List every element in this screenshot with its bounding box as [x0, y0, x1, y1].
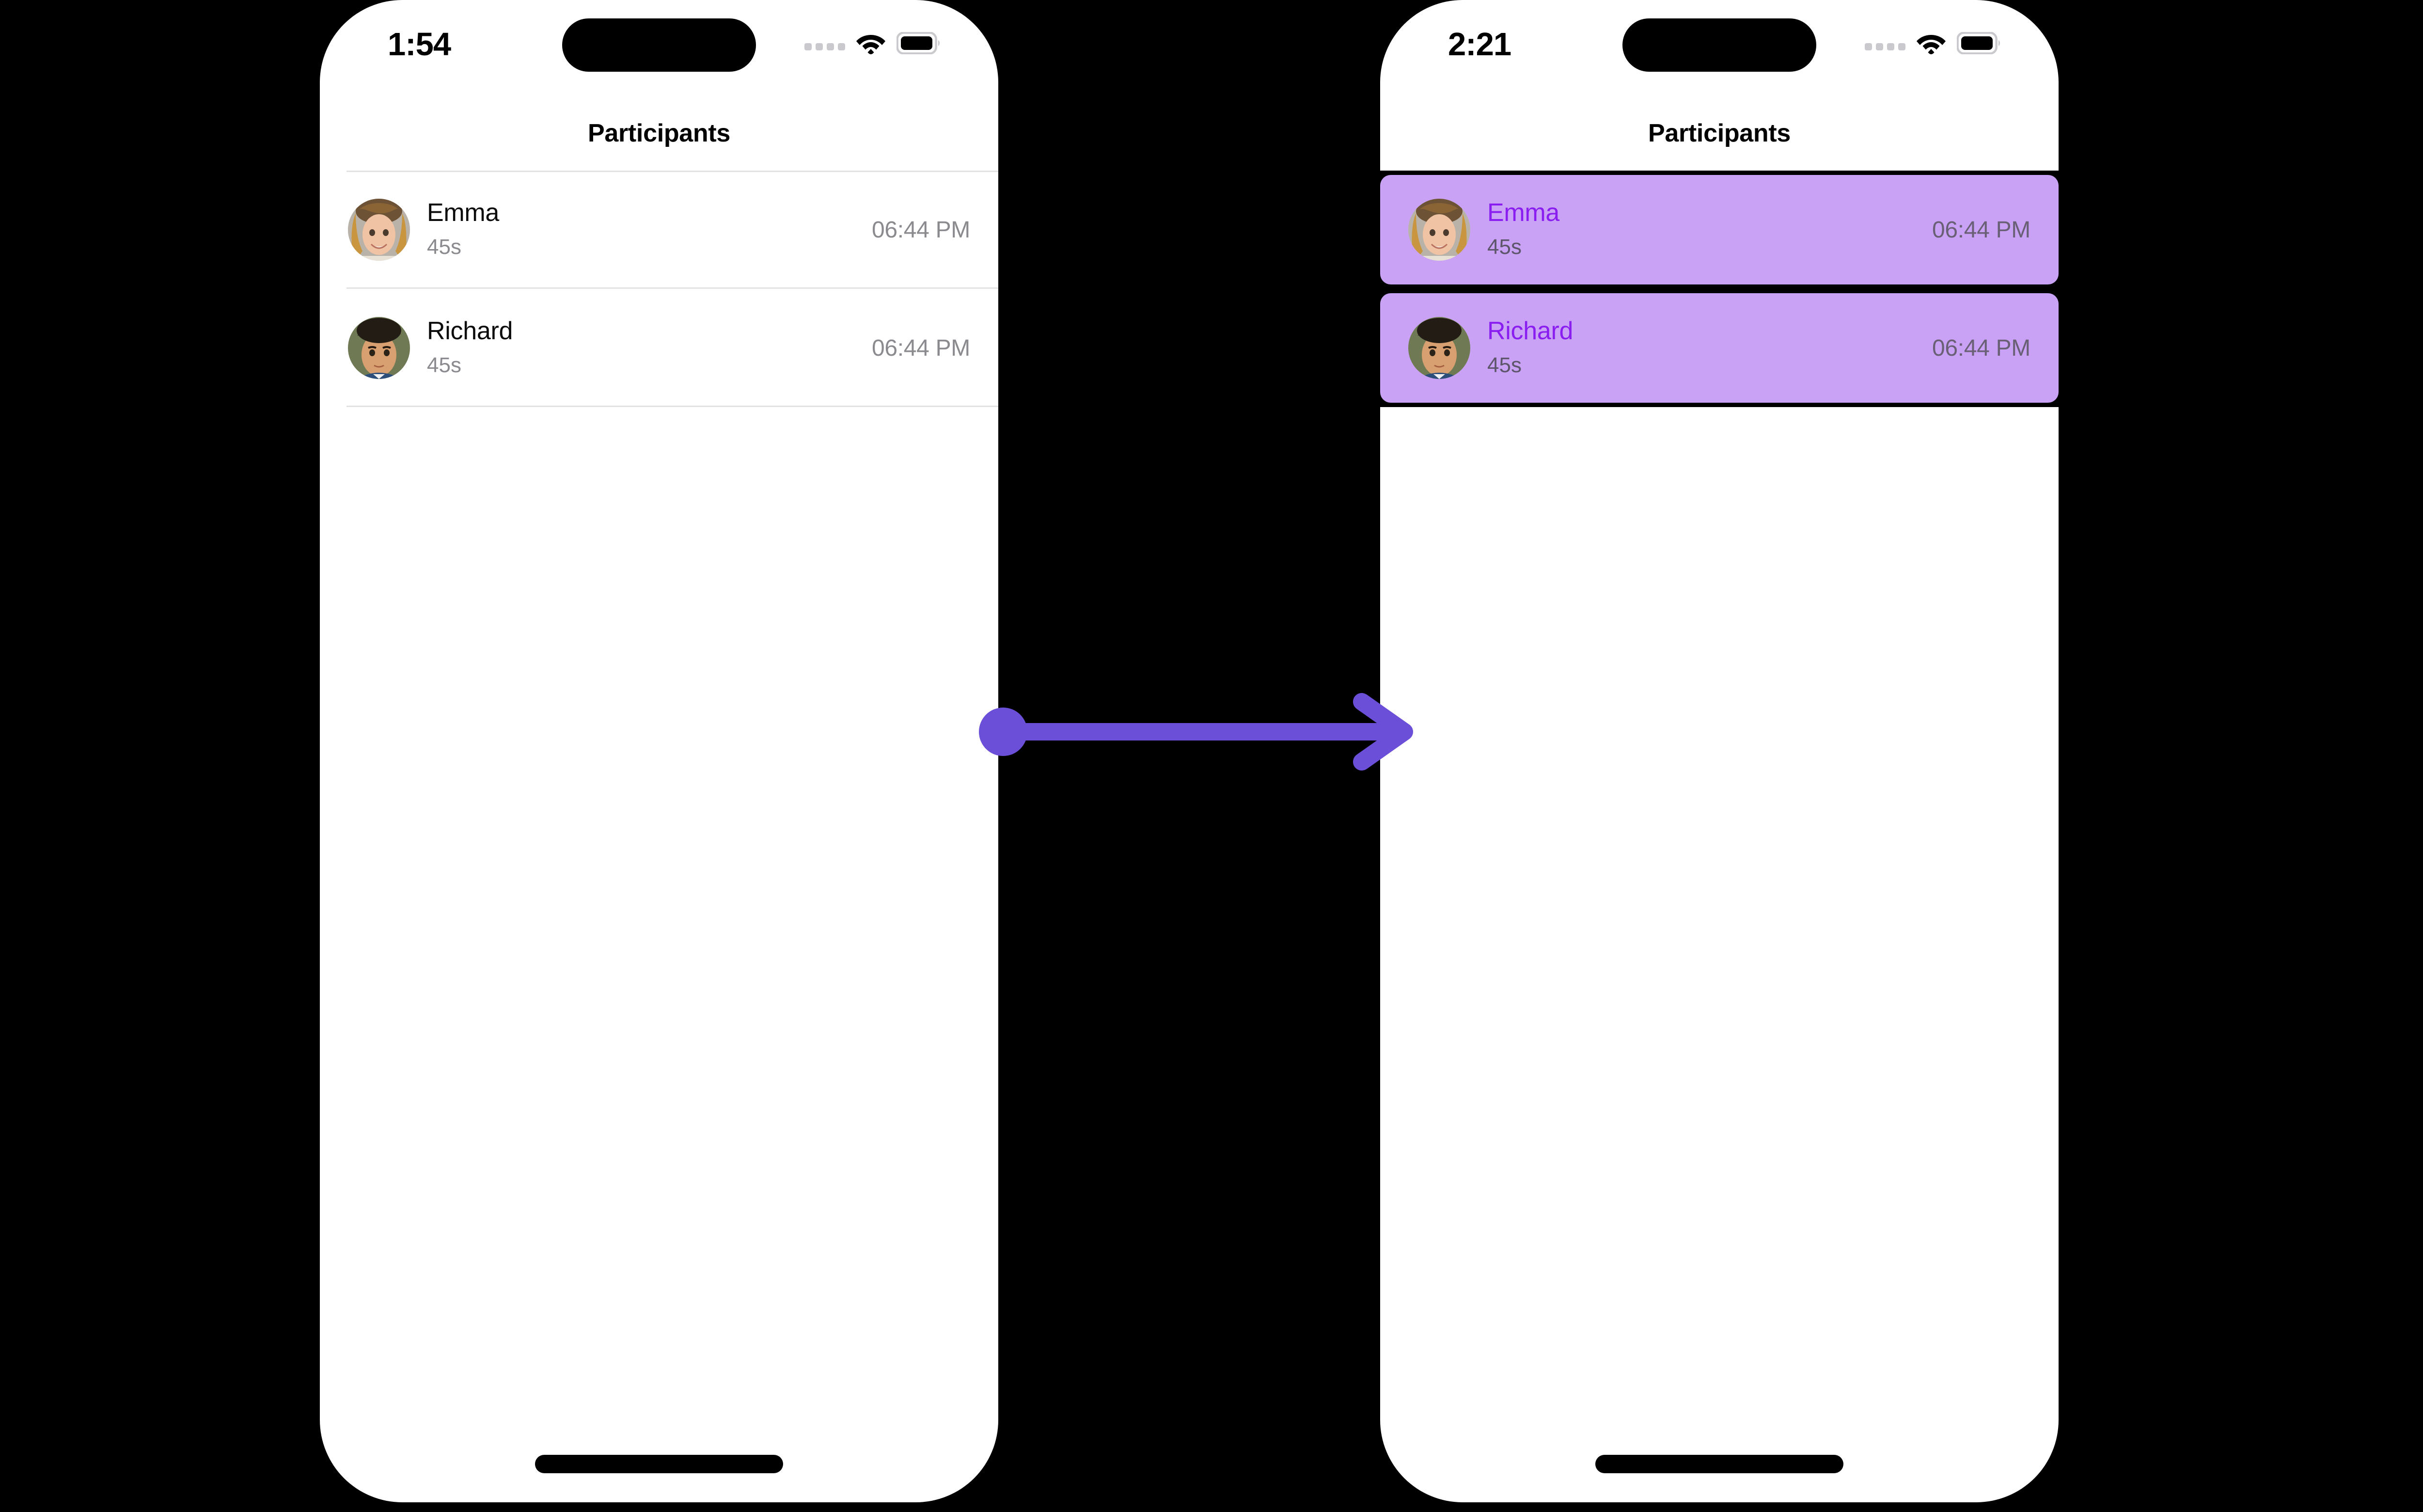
battery-icon [897, 32, 941, 54]
participant-time: 06:44 PM [871, 335, 970, 361]
participant-row-emma[interactable]: Emma 45s 06:44 PM [320, 171, 998, 289]
row-separator [346, 171, 998, 172]
participant-name: Richard [427, 316, 513, 345]
participant-row-richard[interactable]: Richard 45s 06:44 PM [320, 289, 998, 407]
row-highlight [1380, 175, 2059, 284]
avatar-richard [348, 317, 410, 379]
participant-row-emma[interactable]: Emma 45s 06:44 PM [1380, 171, 2059, 289]
page-title: Participants [1648, 119, 1791, 147]
participant-name: Emma [427, 198, 500, 227]
cellular-dots-icon [804, 43, 845, 50]
participants-list: Emma 45s 06:44 PM [320, 171, 998, 407]
participant-time: 06:44 PM [1932, 217, 2030, 243]
avatar-emma [1408, 199, 1470, 261]
participant-name: Emma [1487, 198, 1560, 227]
row-highlight [1380, 293, 2059, 403]
status-bar-time: 1:54 [388, 26, 451, 63]
status-bar: 2:21 [1380, 0, 2059, 92]
cellular-dots-icon [1865, 43, 1905, 50]
participant-time: 06:44 PM [1932, 335, 2030, 361]
phone-screen-after: 2:21 Participants [1380, 0, 2059, 1502]
avatar-emma [348, 199, 410, 261]
participant-name: Richard [1487, 316, 1573, 345]
participant-duration: 45s [1487, 235, 1522, 259]
dynamic-island [562, 18, 756, 72]
battery-icon [1957, 32, 2001, 54]
phone-screen-before: 1:54 Participants [320, 0, 998, 1502]
wifi-icon [1916, 32, 1946, 54]
participant-duration: 45s [427, 235, 461, 259]
dynamic-island [1622, 18, 1816, 72]
home-indicator [535, 1455, 783, 1473]
row-separator [346, 287, 998, 289]
participant-duration: 45s [427, 353, 461, 378]
row-separator [346, 406, 998, 407]
participant-duration: 45s [1487, 353, 1522, 378]
participants-list: Emma 45s 06:44 PM [1380, 171, 2059, 407]
status-bar: 1:54 [320, 0, 998, 92]
page-title: Participants [587, 119, 731, 147]
status-bar-time: 2:21 [1448, 26, 1511, 63]
participant-row-richard[interactable]: Richard 45s 06:44 PM [1380, 289, 2059, 407]
transition-arrow [979, 693, 1425, 771]
home-indicator [1595, 1455, 1843, 1473]
status-bar-indicators [804, 28, 941, 58]
status-bar-indicators [1865, 28, 2001, 58]
arrow-shaft [998, 723, 1396, 740]
wifi-icon [856, 32, 886, 54]
participant-time: 06:44 PM [871, 217, 970, 243]
avatar-richard [1408, 317, 1470, 379]
